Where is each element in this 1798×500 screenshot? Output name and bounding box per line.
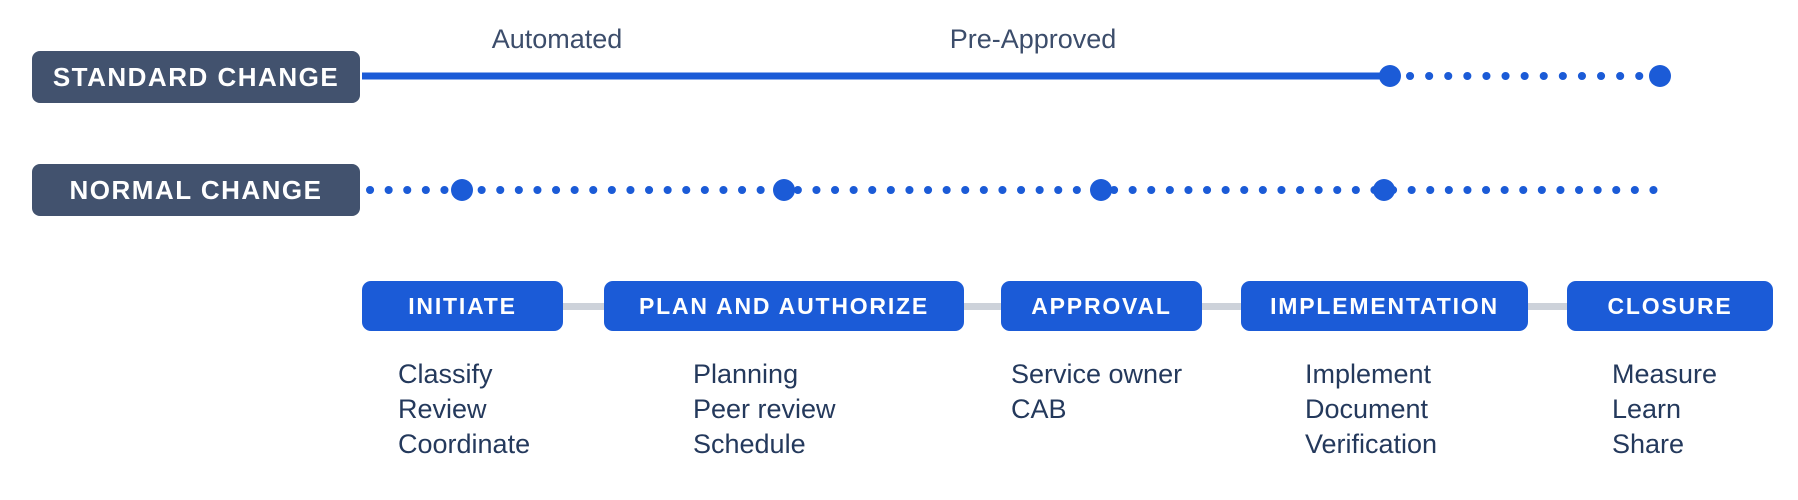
list-item: Measure xyxy=(1612,359,1718,389)
annotation-automated: Automated xyxy=(491,24,623,54)
list-item: Coordinate xyxy=(398,429,531,459)
list-item: Document xyxy=(1305,394,1429,424)
list-item: Planning xyxy=(693,359,799,389)
stage-plan-and-authorize: PLAN AND AUTHORIZE xyxy=(604,281,964,331)
list-item: Schedule xyxy=(693,429,806,459)
list-item: Review xyxy=(398,394,487,424)
list-item: CAB xyxy=(1011,394,1067,424)
list-item: Classify xyxy=(398,359,493,389)
normal-change-label: NORMAL CHANGE xyxy=(32,164,360,216)
list-item: Learn xyxy=(1612,394,1682,424)
annotation-pre-approved: Pre-Approved xyxy=(949,24,1117,54)
initiate-activities: Classify Review Coordinate xyxy=(398,357,530,462)
stage-closure: CLOSURE xyxy=(1567,281,1773,331)
list-item: Peer review xyxy=(693,394,836,424)
plan-activities: Planning Peer review Schedule xyxy=(693,357,836,462)
normal-milestone-dot-implementation xyxy=(1373,179,1395,201)
normal-milestone-dot-approval xyxy=(1090,179,1112,201)
approval-activities: Service owner CAB xyxy=(1011,357,1182,427)
list-item: Implement xyxy=(1305,359,1432,389)
standard-milestone-dot-implementation xyxy=(1379,65,1401,87)
normal-milestone-dot-initiate xyxy=(451,179,473,201)
stage-implementation: IMPLEMENTATION xyxy=(1241,281,1528,331)
stage-approval: APPROVAL xyxy=(1001,281,1202,331)
standard-change-label: STANDARD CHANGE xyxy=(32,51,360,103)
normal-milestone-dot-plan xyxy=(773,179,795,201)
stage-initiate: INITIATE xyxy=(362,281,563,331)
implementation-activities: Implement Document Verification xyxy=(1305,357,1437,462)
list-item: Verification xyxy=(1305,429,1438,459)
closure-activities: Measure Learn Share xyxy=(1612,357,1717,462)
list-item: Service owner xyxy=(1011,359,1183,389)
standard-milestone-dot-closure xyxy=(1649,65,1671,87)
list-item: Share xyxy=(1612,429,1685,459)
